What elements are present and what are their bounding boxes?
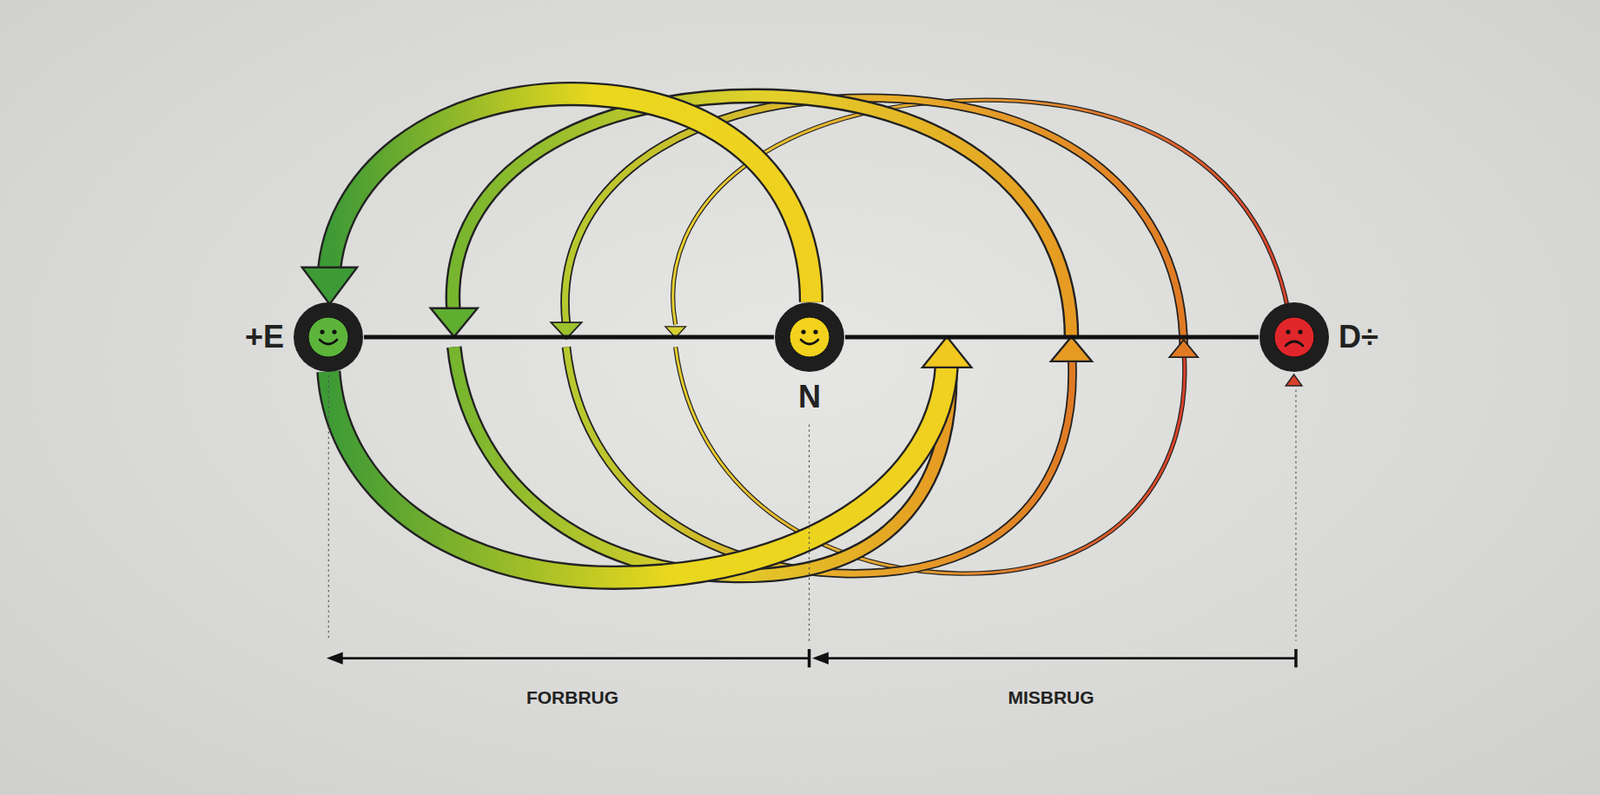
node-label: N	[798, 381, 821, 413]
axis-line	[363, 335, 774, 340]
node-label: +E	[244, 321, 285, 353]
smiley-circle	[1258, 301, 1330, 373]
axis-line	[845, 335, 1259, 340]
range-label: FORBRUG	[523, 687, 622, 708]
smiley-circle	[292, 301, 364, 373]
range-label: MISBRUG	[1004, 687, 1097, 708]
smiley-node: D÷	[1258, 301, 1330, 373]
smiley-node: N	[773, 301, 846, 373]
smiley-node: +E	[292, 301, 364, 373]
smiley-circle	[773, 301, 846, 373]
node-label: D÷	[1338, 321, 1379, 353]
